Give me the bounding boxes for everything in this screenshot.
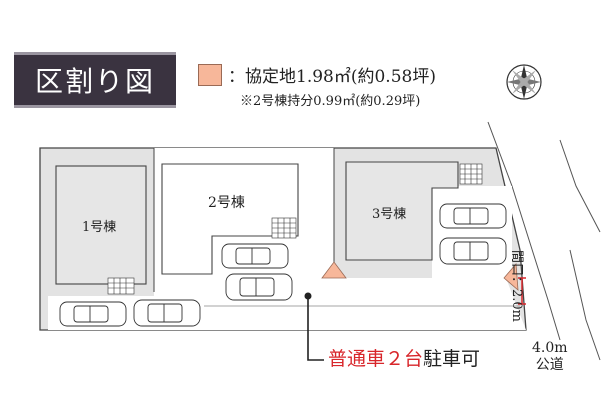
building-2-label: 2号棟 <box>208 195 245 211</box>
car-lot1-b <box>133 299 201 327</box>
ac-unit-2 <box>271 217 297 239</box>
legend-swatch <box>198 64 222 86</box>
road-width: 4.0m <box>532 340 568 356</box>
car-lot1-a <box>59 301 127 327</box>
agreement-land-right <box>503 263 519 291</box>
car-lot3-a <box>439 203 507 229</box>
car-lot2-a <box>221 243 289 269</box>
parking-pointer-line <box>307 296 324 361</box>
road-type: 公道 <box>535 357 564 373</box>
parking-note-highlight: 普通車２台 <box>328 348 424 370</box>
car-lot2-b <box>225 273 293 301</box>
building-3-footprint <box>345 161 459 261</box>
frontage-label: 間口：2.0m <box>509 250 524 323</box>
legend-main-text: ：協定地1.98㎡(約0.58坪) <box>228 67 436 87</box>
road-edge-far2 <box>569 249 601 361</box>
ac-unit-1 <box>107 277 135 295</box>
road-edge-right <box>487 121 561 341</box>
parking-note-rest: 駐車可 <box>423 348 481 370</box>
page-title: 区割り図 <box>34 65 155 98</box>
building-3-label: 3号棟 <box>372 207 407 222</box>
parking-note: 普通車２台駐車可 <box>328 344 480 371</box>
road-label: 4.0m 公道 <box>532 340 568 374</box>
title-badge: 区割り図 <box>14 52 176 108</box>
agreement-land-left <box>321 261 347 279</box>
ac-unit-3 <box>459 163 483 185</box>
car-lot3-b <box>439 237 507 265</box>
legend-sub-text: ※2号棟持分0.99㎡(約0.29坪) <box>240 94 421 109</box>
road-edge-far <box>559 139 601 233</box>
driveway-lot3 <box>432 186 512 280</box>
compass-icon <box>506 64 542 100</box>
building-1-label: 1号棟 <box>82 220 117 235</box>
building-2-footprint <box>161 163 299 275</box>
building-1-footprint <box>55 165 147 285</box>
